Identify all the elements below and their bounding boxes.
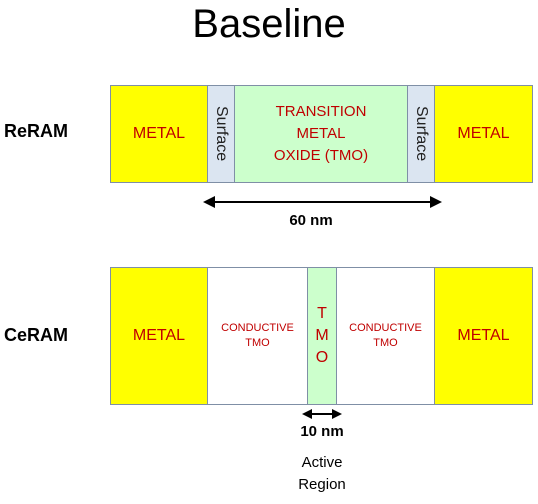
reram-surface-right: Surface <box>407 85 435 183</box>
active-region-line1: Active <box>301 454 343 471</box>
ceram-tmo: T M O <box>307 267 337 405</box>
reram-tmo: TRANSITION METAL OXIDE (TMO) <box>234 85 408 183</box>
ceram-dimension-label: 10 nm <box>300 423 344 440</box>
ceram-conductive-right-line2: TMO <box>373 337 398 349</box>
ceram-conductive-left-line2: TMO <box>245 337 270 349</box>
active-region-line2: Region <box>298 476 346 493</box>
reram-metal-right: METAL <box>434 85 533 183</box>
reram-metal-right-label: METAL <box>457 125 510 142</box>
reram-surface-right-label: Surface <box>413 106 430 162</box>
reram-tmo-line1: TRANSITION <box>275 103 367 120</box>
reram-tmo-line3: OXIDE (TMO) <box>273 147 369 164</box>
reram-dimension-label: 60 nm <box>289 212 333 229</box>
reram-metal-left: METAL <box>110 85 208 183</box>
ceram-conductive-left-line1: CONDUCTIVE <box>221 322 294 334</box>
reram-surface-left-label: Surface <box>213 106 230 162</box>
ceram-conductive-right: CONDUCTIVE TMO <box>336 267 435 405</box>
diagram-title: Baseline <box>192 2 346 46</box>
ceram-tmo-letter-m: M <box>315 327 329 344</box>
ceram-metal-right: METAL <box>434 267 533 405</box>
ceram-conductive-left: CONDUCTIVE TMO <box>207 267 308 405</box>
ceram-tmo-letter-o: O <box>315 349 329 366</box>
reram-tmo-line2: METAL <box>296 125 346 142</box>
ceram-dimension-arrow <box>302 409 342 419</box>
reram-metal-left-label: METAL <box>132 125 186 142</box>
reram-dimension-arrow <box>203 196 442 208</box>
ceram-metal-right-label: METAL <box>457 327 510 344</box>
reram-surface-left: Surface <box>207 85 235 183</box>
ceram-metal-left: METAL <box>110 267 208 405</box>
ceram-tmo-letter-t: T <box>317 305 327 322</box>
active-region-label: Active Region <box>272 452 372 496</box>
reram-label: ReRAM <box>4 121 69 141</box>
ceram-metal-left-label: METAL <box>132 327 186 344</box>
ceram-conductive-right-line1: CONDUCTIVE <box>349 322 422 334</box>
ceram-label: CeRAM <box>4 325 69 345</box>
